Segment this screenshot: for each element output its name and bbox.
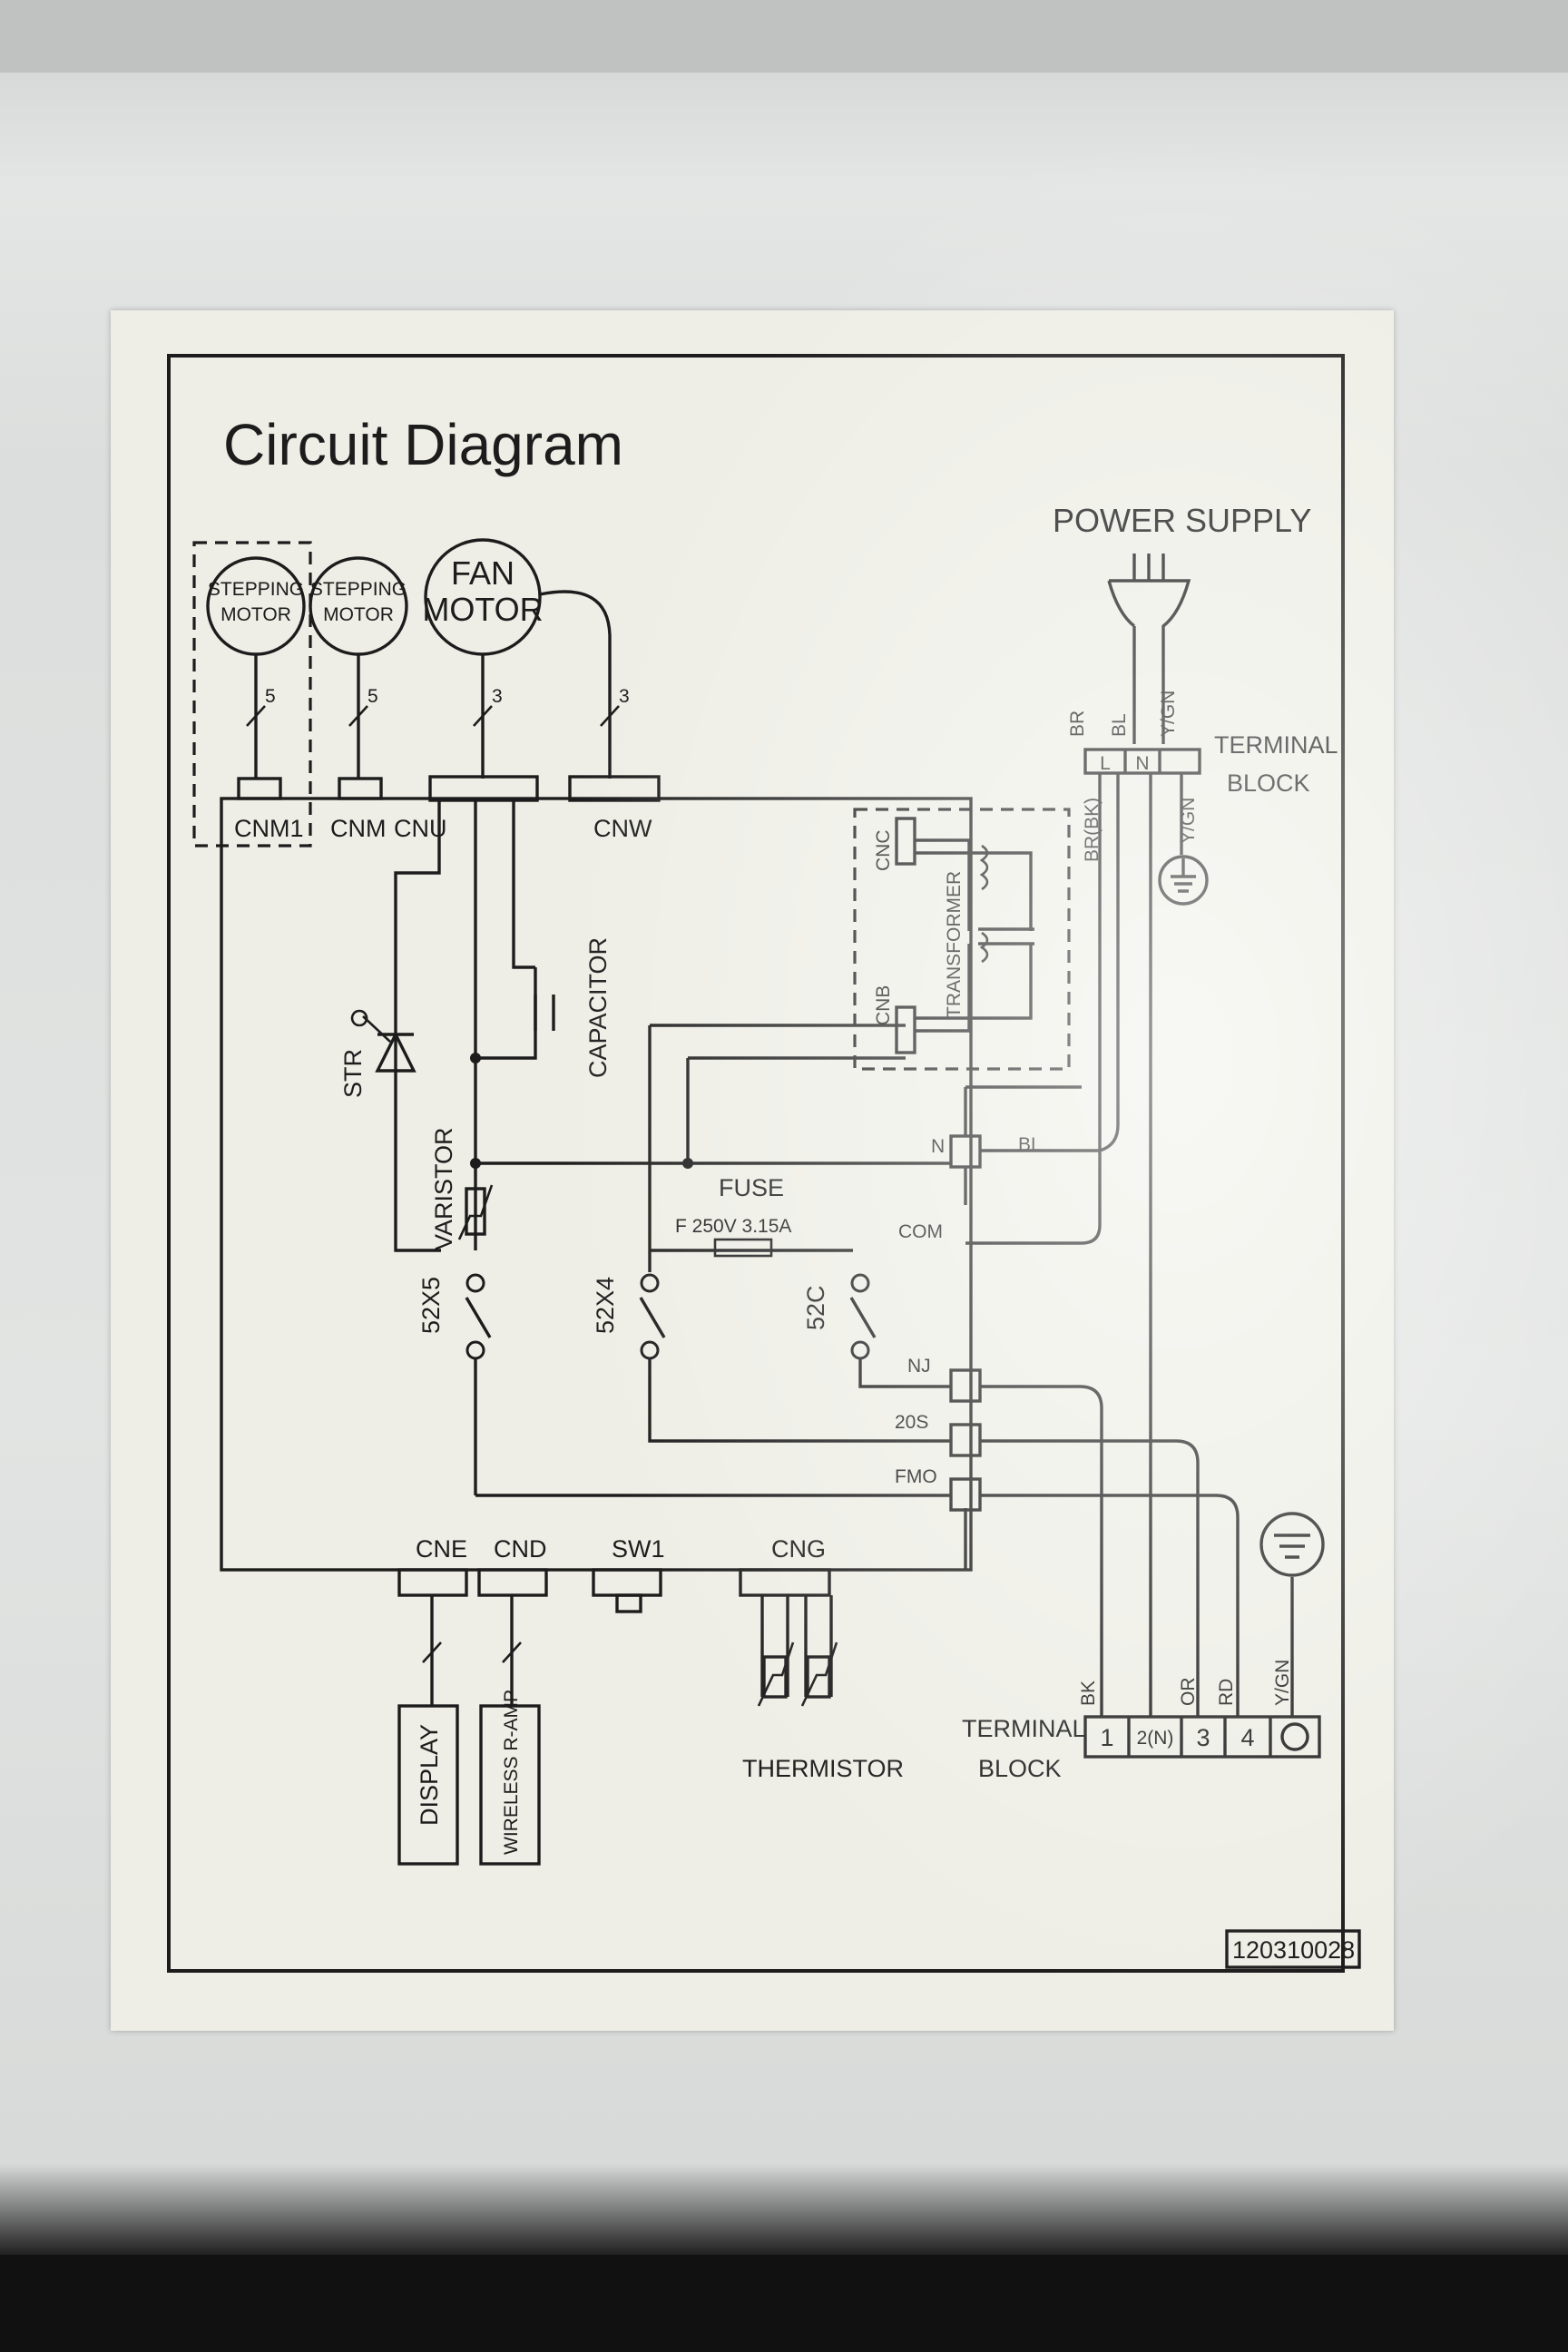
svg-text:Y/GN: Y/GN — [1178, 798, 1199, 844]
terminal-nj: NJ — [907, 1356, 931, 1377]
part-number: 120310028 — [1232, 1936, 1355, 1964]
str-label: STR — [339, 1049, 367, 1098]
svg-text:THERMISTOR: THERMISTOR — [742, 1755, 904, 1782]
svg-text:STEPPING: STEPPING — [208, 579, 304, 600]
cnw-label: CNW — [593, 815, 652, 842]
fan-motor: FAN MOTOR — [422, 538, 544, 656]
relay-52x5: 52X5 — [417, 1273, 492, 1495]
svg-text:4: 4 — [1240, 1724, 1254, 1751]
terminal-n: N — [931, 1136, 945, 1157]
svg-text:BLOCK: BLOCK — [978, 1755, 1062, 1782]
svg-text:L: L — [1100, 753, 1111, 774]
svg-text:BLOCK: BLOCK — [1227, 769, 1310, 797]
control-board — [220, 797, 973, 1572]
cnd-label: CND — [494, 1535, 547, 1563]
svg-text:3: 3 — [1196, 1724, 1210, 1751]
svg-text:3: 3 — [619, 686, 630, 707]
terminal-block-bottom: TERMINAL BLOCK 1 2(N) 3 4 — [962, 1715, 1321, 1782]
svg-text:N: N — [1135, 753, 1149, 774]
svg-text:1: 1 — [1100, 1724, 1113, 1751]
svg-text:5: 5 — [368, 686, 378, 707]
capacitor-label: CAPACITOR — [584, 937, 612, 1078]
svg-text:52X5: 52X5 — [417, 1277, 445, 1334]
svg-text:TERMINAL: TERMINAL — [962, 1715, 1086, 1742]
terminal-com: COM — [898, 1221, 943, 1242]
stepping-motor-2: STEPPING MOTOR — [309, 556, 408, 656]
svg-text:DISPLAY: DISPLAY — [416, 1724, 443, 1826]
svg-text:BR: BR — [1067, 710, 1088, 737]
svg-text:FAN: FAN — [451, 554, 514, 592]
svg-text:Y/GN: Y/GN — [1158, 691, 1179, 737]
cnm-label: CNM — [330, 815, 387, 842]
svg-text:BK: BK — [1078, 1681, 1099, 1706]
svg-text:Y/GN: Y/GN — [1272, 1660, 1293, 1706]
svg-text:MOTOR: MOTOR — [422, 591, 543, 628]
cne-label: CNE — [416, 1535, 467, 1563]
svg-text:52C: 52C — [802, 1285, 829, 1330]
svg-text:MOTOR: MOTOR — [323, 604, 394, 625]
fuse-label: FUSE — [719, 1174, 784, 1201]
fuse-rating: F 250V 3.15A — [675, 1216, 791, 1237]
stepping-motor-1: STEPPING MOTOR — [206, 556, 306, 656]
svg-text:BR(BK): BR(BK) — [1082, 798, 1102, 862]
svg-text:52X4: 52X4 — [592, 1277, 619, 1334]
cnc-label: CNC — [873, 830, 894, 872]
svg-text:BL: BL — [1109, 713, 1130, 737]
sw1-label: SW1 — [612, 1535, 665, 1563]
svg-text:OR: OR — [1178, 1678, 1199, 1707]
power-supply-label: POWER SUPPLY — [1053, 502, 1311, 539]
svg-text:5: 5 — [265, 686, 276, 707]
terminal-block-top: L N TERMINAL BLOCK — [1083, 731, 1338, 797]
svg-text:RD: RD — [1216, 1679, 1237, 1706]
page-title: Circuit Diagram — [223, 412, 623, 477]
transformer-label: TRANSFORMER — [944, 871, 965, 1018]
varistor-label: VARISTOR — [430, 1127, 457, 1250]
cnb-label: CNB — [873, 985, 894, 1025]
cnm1-label: CNM1 — [234, 815, 304, 842]
svg-text:WIRELESS R-AMP: WIRELESS R-AMP — [501, 1690, 522, 1855]
svg-text:2(N): 2(N) — [1137, 1728, 1174, 1749]
ground-icon-bottom — [1259, 1512, 1325, 1577]
cng-label: CNG — [771, 1535, 826, 1563]
svg-text:MOTOR: MOTOR — [220, 604, 291, 625]
thermistor: THERMISTOR — [742, 1595, 904, 1782]
terminal-fmo: FMO — [895, 1466, 937, 1487]
svg-text:TERMINAL: TERMINAL — [1214, 731, 1338, 759]
terminal-20s: 20S — [895, 1412, 928, 1433]
svg-text:STEPPING: STEPPING — [310, 579, 407, 600]
ground-icon-top — [1158, 855, 1209, 906]
svg-text:3: 3 — [492, 686, 503, 707]
